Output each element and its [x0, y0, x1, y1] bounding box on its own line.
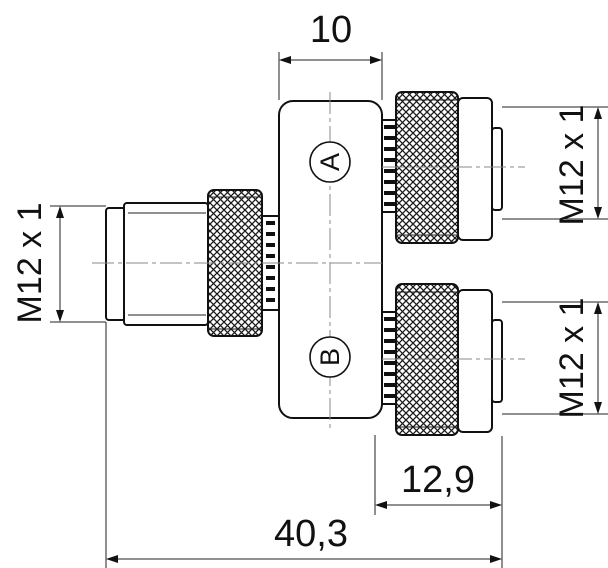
port-b-marking: B — [309, 336, 351, 378]
outlet-a-neck-ribs — [384, 125, 395, 206]
dimension-outlet-a-thread-value: M12 x 1 — [553, 105, 591, 226]
dimension-overall-length: 40,3 — [105, 322, 503, 568]
dimension-outlet-b-thread-value: M12 x 1 — [553, 298, 591, 419]
port-a-label: A — [315, 153, 345, 171]
outlet-a-neck — [381, 119, 398, 213]
dimension-top-width: 10 — [278, 9, 383, 100]
port-b-label: B — [315, 348, 345, 366]
dimension-outlet-a-thread: M12 x 1 — [502, 105, 608, 226]
dimension-outlet-length-value: 12,9 — [401, 459, 475, 501]
dimension-inlet-thread-value: M12 x 1 — [11, 203, 49, 324]
dimension-outlet-length: 12,9 — [374, 435, 503, 515]
dimension-top-width-value: 10 — [310, 9, 352, 51]
dimension-overall-length-value: 40,3 — [274, 513, 348, 555]
outlet-a-collar — [457, 97, 493, 241]
dimension-outlet-b-thread: M12 x 1 — [502, 298, 608, 419]
port-a-marking: A — [309, 141, 351, 183]
inlet-neck-ribs — [266, 221, 275, 302]
dimension-inlet-thread: M12 x 1 — [11, 203, 106, 324]
outlet-b-neck-ribs — [384, 317, 395, 398]
outlet-a-socket-recess — [491, 127, 503, 211]
inlet-plug-body — [123, 202, 209, 326]
outlet-b-neck — [381, 311, 398, 405]
outlet-b-connector — [381, 283, 503, 436]
outlet-b-socket-recess — [491, 319, 503, 403]
port-b-circle — [309, 336, 351, 378]
outlet-b-collar — [457, 289, 493, 433]
port-a-circle — [309, 141, 351, 183]
